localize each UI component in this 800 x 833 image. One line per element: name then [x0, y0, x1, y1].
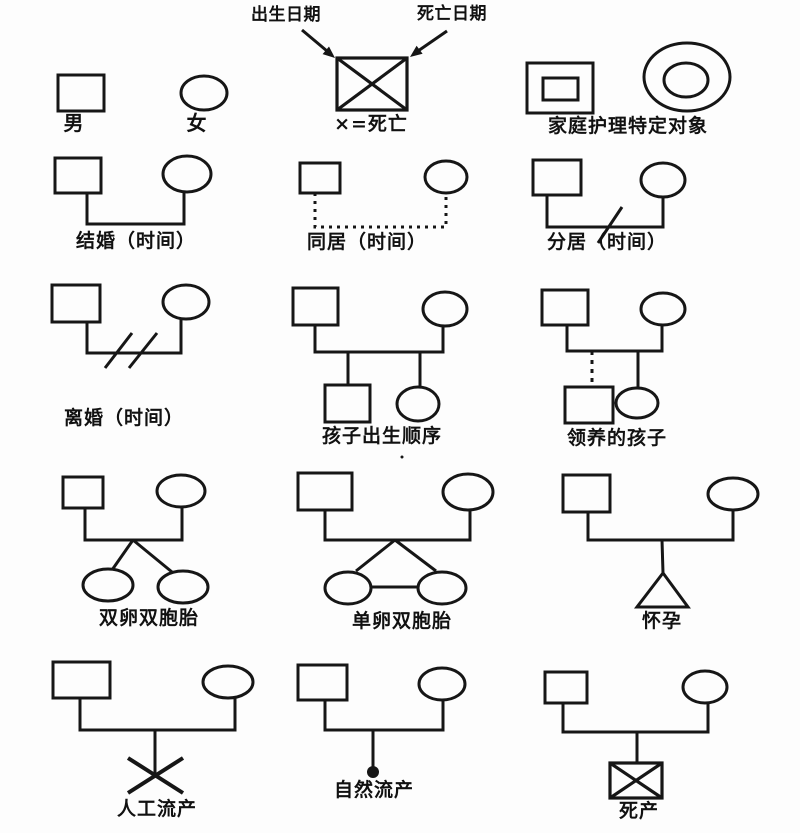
- marriage-label: 结婚（时间）: [75, 230, 197, 252]
- spontaneous-abortion-label: 自然流产: [333, 779, 415, 801]
- adopted-child-label: 领养的孩子: [566, 427, 668, 449]
- pregnancy-label: 怀孕: [641, 610, 683, 632]
- cohabitation-label: 同居（时间）: [306, 231, 428, 253]
- pregnancy-symbol: [561, 473, 760, 609]
- divorce-label: 离婚（时间）: [63, 407, 185, 429]
- death-symbol: [335, 56, 409, 112]
- birth-date-annotation: 出生日期: [251, 5, 321, 25]
- fraternal-twins-symbol: [61, 473, 210, 605]
- induced-abortion-symbol: [51, 660, 255, 795]
- divorce-symbol: [50, 283, 211, 369]
- separation-symbol: [531, 158, 687, 244]
- induced-abortion-label: 人工流产: [116, 798, 198, 820]
- female-label: 女: [186, 111, 208, 135]
- marriage-symbol: [53, 154, 213, 226]
- separation-label: 分居（时间）: [546, 231, 668, 253]
- spontaneous-abortion-symbol: [296, 663, 467, 778]
- adopted-child-symbol: [540, 288, 687, 425]
- death-date-arrow-icon: [410, 29, 448, 57]
- birth-order-symbol: [291, 286, 469, 459]
- family-care-male-symbol: [525, 61, 595, 115]
- fraternal-twins-label: 双卵双胞胎: [98, 607, 200, 629]
- male-symbol: [56, 73, 106, 113]
- death-label: ×=死亡: [334, 113, 408, 135]
- death-date-annotation: 死亡日期: [417, 4, 487, 24]
- stillbirth-label: 死产: [618, 800, 660, 822]
- birth-order-label: 孩子出生顺序: [321, 425, 443, 447]
- birth-date-arrow-icon: [301, 28, 335, 58]
- male-label: 男: [63, 111, 85, 135]
- cohabitation-symbol: [298, 159, 469, 229]
- identical-twins-symbol: [296, 471, 495, 606]
- identical-twins-label: 单卵双胞胎: [351, 610, 453, 632]
- female-symbol: [179, 74, 229, 112]
- family-care-female-symbol: [642, 41, 732, 113]
- stillbirth-symbol: [543, 669, 729, 800]
- family-care-label: 家庭护理特定对象: [547, 115, 709, 137]
